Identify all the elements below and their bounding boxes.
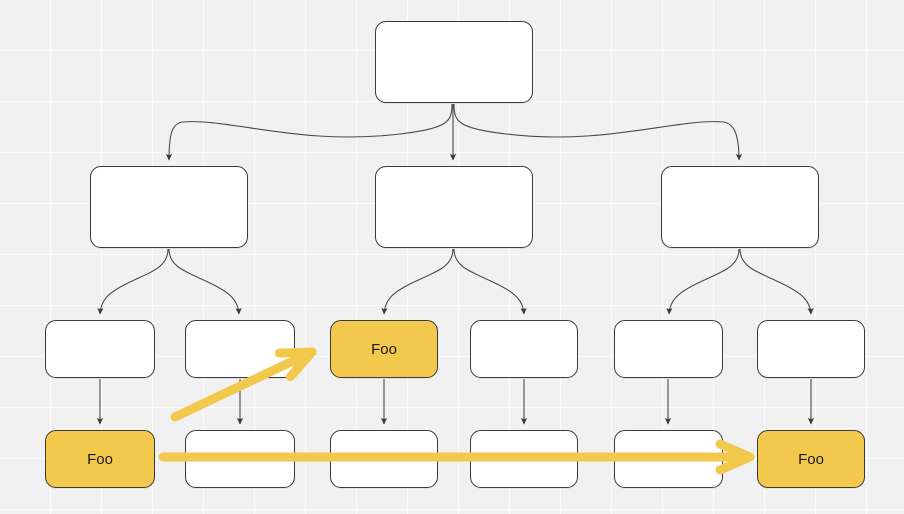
node-l6[interactable] (757, 320, 865, 378)
node-b4[interactable] (470, 430, 578, 488)
edge-m1-l2 (168, 248, 242, 315)
node-label: Foo (371, 340, 397, 358)
node-l2[interactable] (185, 320, 295, 378)
node-l5[interactable] (614, 320, 723, 378)
arrow-horizontal-barb (715, 439, 755, 462)
node-l1[interactable] (45, 320, 155, 378)
edge-m2-l4 (453, 248, 527, 315)
node-b6[interactable]: Foo (757, 430, 865, 488)
edge-root-m3 (453, 103, 743, 161)
node-b3[interactable] (330, 430, 438, 488)
node-l4[interactable] (470, 320, 578, 378)
node-root[interactable] (375, 21, 533, 103)
node-b2[interactable] (185, 430, 295, 488)
edge-m2-l3 (381, 248, 454, 315)
edge-root-m1 (165, 103, 453, 161)
edge-m3-l6 (739, 248, 814, 315)
node-m1[interactable] (90, 166, 248, 248)
node-b1[interactable]: Foo (45, 430, 155, 488)
node-m2[interactable] (375, 166, 533, 248)
node-b5[interactable] (614, 430, 723, 488)
edge-m3-l5 (666, 248, 740, 315)
arrow-horizontal-barb (715, 452, 755, 475)
edge-m1-l1 (97, 248, 169, 315)
node-m3[interactable] (661, 166, 819, 248)
node-label: Foo (87, 450, 113, 468)
node-label: Foo (798, 450, 824, 468)
node-l3[interactable]: Foo (330, 320, 438, 378)
